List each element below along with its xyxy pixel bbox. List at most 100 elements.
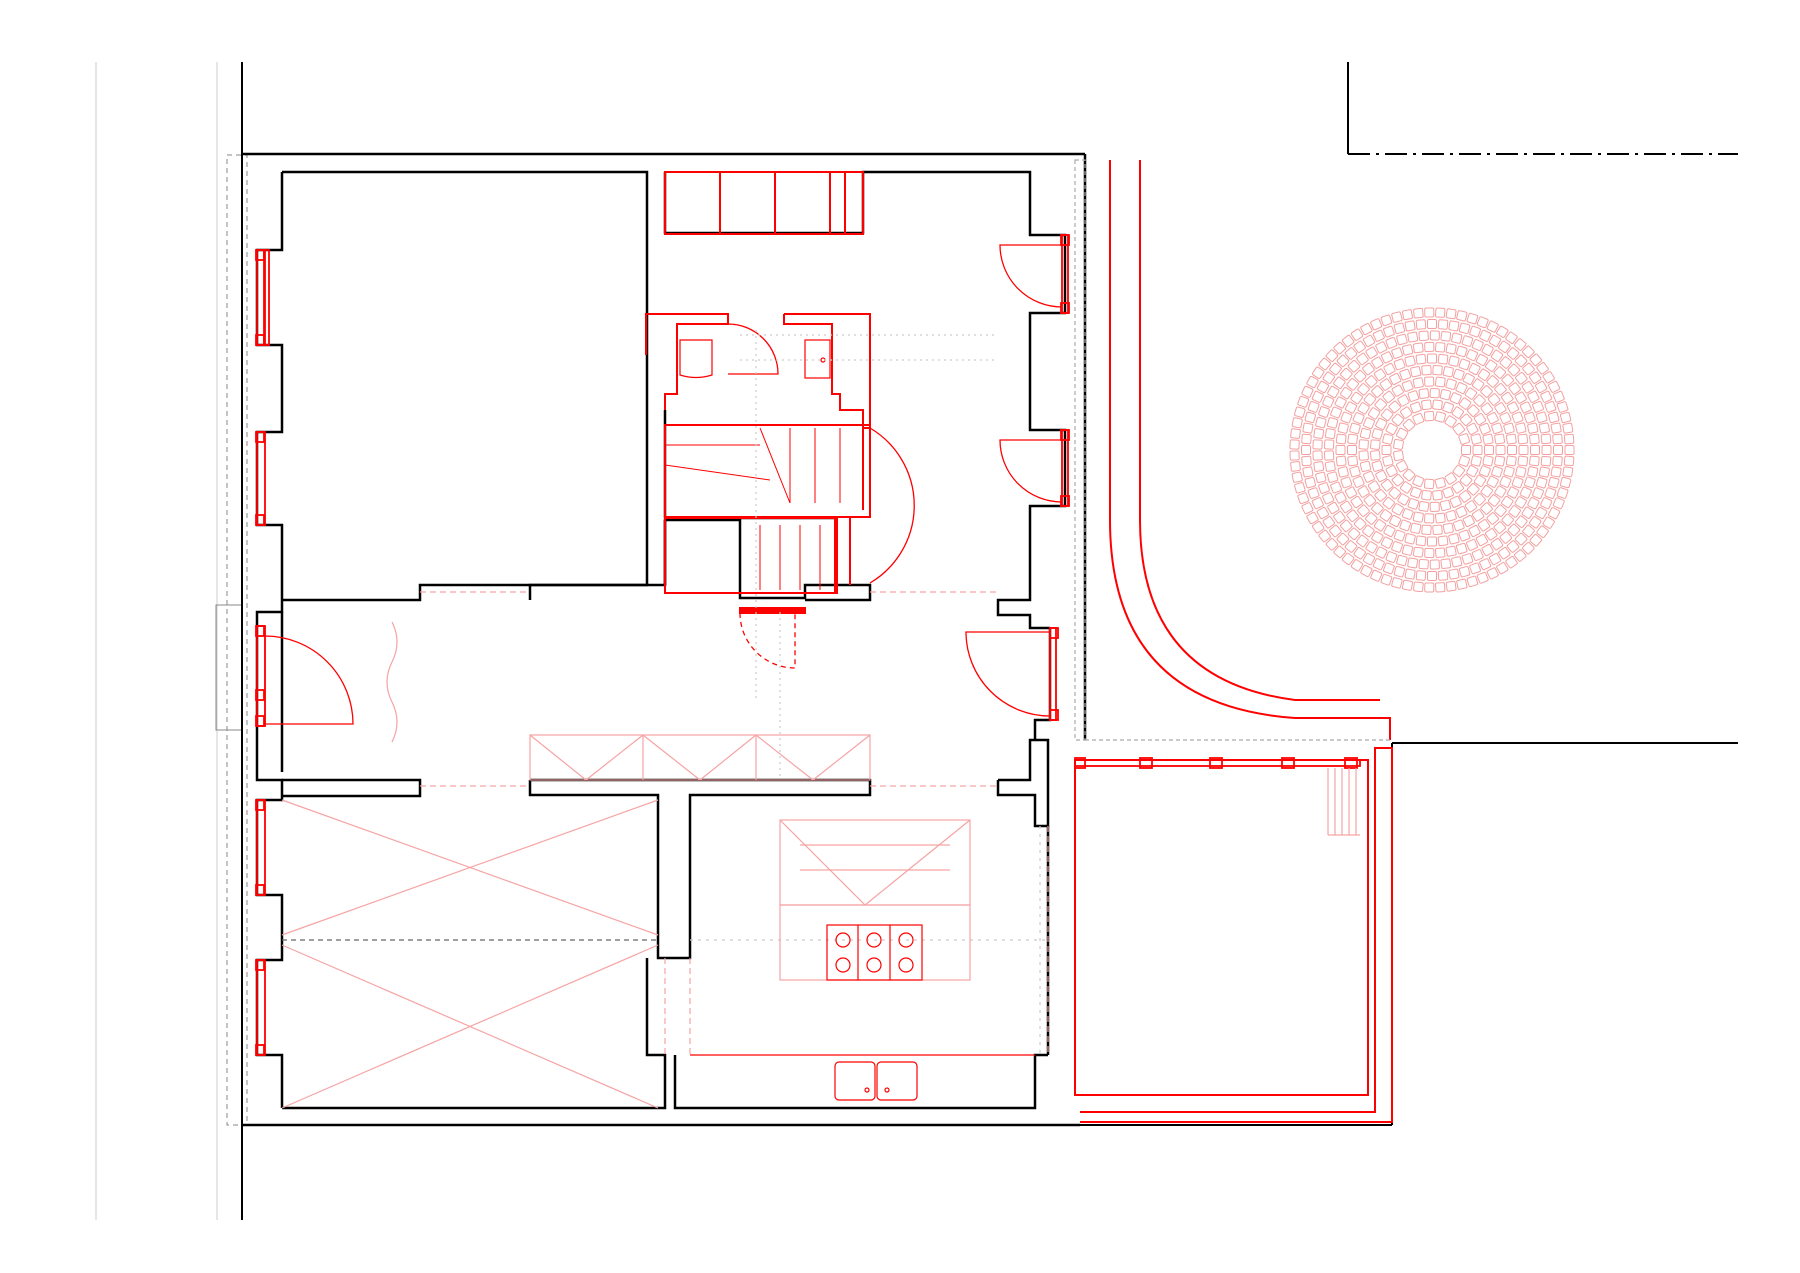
paving-stone bbox=[1455, 505, 1468, 518]
paving-stone bbox=[1373, 519, 1387, 532]
paving-stone bbox=[1449, 495, 1462, 508]
paving-stone bbox=[1499, 531, 1513, 544]
staircase bbox=[664, 424, 871, 518]
paving-stone bbox=[1412, 342, 1424, 354]
paving-stone bbox=[1495, 445, 1506, 455]
paving-stone bbox=[1316, 380, 1329, 394]
paving-stone bbox=[1399, 368, 1412, 381]
paving-stone bbox=[1493, 366, 1507, 379]
paving-stone bbox=[1418, 388, 1430, 399]
paving-stone bbox=[1356, 352, 1369, 366]
paving-stone bbox=[1529, 353, 1543, 367]
paving-stone bbox=[1491, 422, 1503, 435]
paving-stone bbox=[1479, 329, 1492, 342]
paving-stone bbox=[1522, 524, 1535, 538]
paving-stone bbox=[1323, 439, 1335, 450]
paving-stone bbox=[1401, 380, 1414, 392]
paving-stone bbox=[1548, 476, 1560, 489]
paving-stone bbox=[1327, 385, 1340, 399]
paving-stone bbox=[1297, 395, 1310, 408]
paving-stone bbox=[1418, 558, 1429, 570]
paving-stone bbox=[1437, 353, 1449, 365]
paving-stone bbox=[1365, 541, 1378, 554]
paving-stone bbox=[1424, 582, 1435, 593]
paving-stone bbox=[1383, 562, 1395, 575]
paving-stone bbox=[1434, 477, 1446, 489]
paving-stone bbox=[1445, 510, 1457, 522]
paving-stone bbox=[1304, 411, 1316, 424]
paving-stone bbox=[1480, 402, 1494, 416]
paving-stone bbox=[1412, 377, 1424, 389]
paving-stone bbox=[1383, 362, 1396, 376]
paving-stone bbox=[1404, 355, 1416, 367]
paving-stone bbox=[1415, 535, 1427, 547]
paving-stone bbox=[1370, 450, 1381, 461]
paving-stone bbox=[1372, 558, 1385, 571]
paving-stone bbox=[1363, 470, 1375, 483]
paving-stone bbox=[1548, 411, 1560, 424]
paving-stone bbox=[1325, 349, 1339, 362]
paving-stone bbox=[1466, 422, 1479, 435]
paving-stone bbox=[1401, 344, 1414, 356]
paving-stone bbox=[1432, 365, 1443, 376]
paving-stone bbox=[1326, 471, 1339, 483]
paving-stone bbox=[1333, 341, 1346, 355]
paving-stone bbox=[1344, 540, 1358, 553]
paving-stone bbox=[1553, 445, 1563, 455]
paving-stone bbox=[1334, 491, 1347, 504]
paving-stone bbox=[1486, 412, 1499, 425]
paving-stone bbox=[1532, 487, 1544, 500]
paving-stone bbox=[1459, 473, 1473, 487]
paving-stone bbox=[1427, 536, 1437, 547]
paving-stone bbox=[1486, 320, 1499, 333]
paving-stone bbox=[1327, 501, 1340, 515]
paving-stone bbox=[1482, 433, 1494, 445]
paving-stone bbox=[1407, 557, 1419, 569]
paving-stone bbox=[1540, 433, 1552, 445]
paving-stone bbox=[1365, 346, 1378, 359]
paving-stone bbox=[1359, 460, 1372, 473]
paving-stone bbox=[1499, 412, 1512, 425]
paving-stone bbox=[1380, 478, 1394, 492]
paving-stone bbox=[1486, 567, 1499, 580]
paving-stone bbox=[1519, 401, 1532, 414]
paving-stone bbox=[1371, 428, 1384, 440]
paving-stone bbox=[1529, 455, 1540, 467]
paving-stone bbox=[1521, 506, 1534, 519]
paving-stone bbox=[1346, 378, 1359, 391]
paving-stone bbox=[1529, 433, 1540, 445]
paving-stone bbox=[1476, 316, 1489, 329]
paving-stone bbox=[1385, 551, 1398, 563]
paving-stone bbox=[1291, 417, 1303, 429]
paving-stone bbox=[1396, 333, 1408, 346]
paving-stone bbox=[1434, 411, 1446, 423]
paving-stone bbox=[1472, 445, 1483, 455]
paving-stone bbox=[1412, 475, 1425, 488]
paving-stone bbox=[1391, 541, 1403, 553]
paving-stone bbox=[1461, 445, 1471, 455]
paving-stone bbox=[1429, 387, 1440, 399]
paving-stone bbox=[1427, 571, 1437, 581]
paving-stone bbox=[1397, 394, 1410, 407]
paving-stone bbox=[1432, 399, 1443, 411]
paving-stone bbox=[1333, 376, 1346, 389]
paving-stone bbox=[1562, 422, 1574, 434]
paving-stone bbox=[1329, 524, 1342, 538]
paving-stone bbox=[1427, 319, 1437, 329]
paving-stone bbox=[1540, 390, 1553, 403]
paving-stone bbox=[1312, 450, 1323, 461]
paving-stone bbox=[1515, 372, 1528, 385]
paving-stone bbox=[1435, 582, 1446, 593]
guide-lines bbox=[95, 62, 248, 1220]
paving-stone bbox=[1393, 529, 1406, 542]
paving-stone bbox=[1340, 386, 1353, 400]
paving-stone bbox=[1352, 412, 1365, 425]
paving-stone bbox=[1344, 401, 1358, 414]
paving-stone bbox=[1360, 564, 1373, 577]
paving-stone bbox=[1388, 400, 1401, 414]
paving-stone bbox=[1335, 433, 1347, 445]
paving-stone bbox=[1540, 497, 1553, 510]
paving-stone bbox=[1532, 400, 1544, 413]
paving-stone bbox=[1318, 482, 1330, 494]
paving-stone bbox=[1437, 570, 1449, 581]
